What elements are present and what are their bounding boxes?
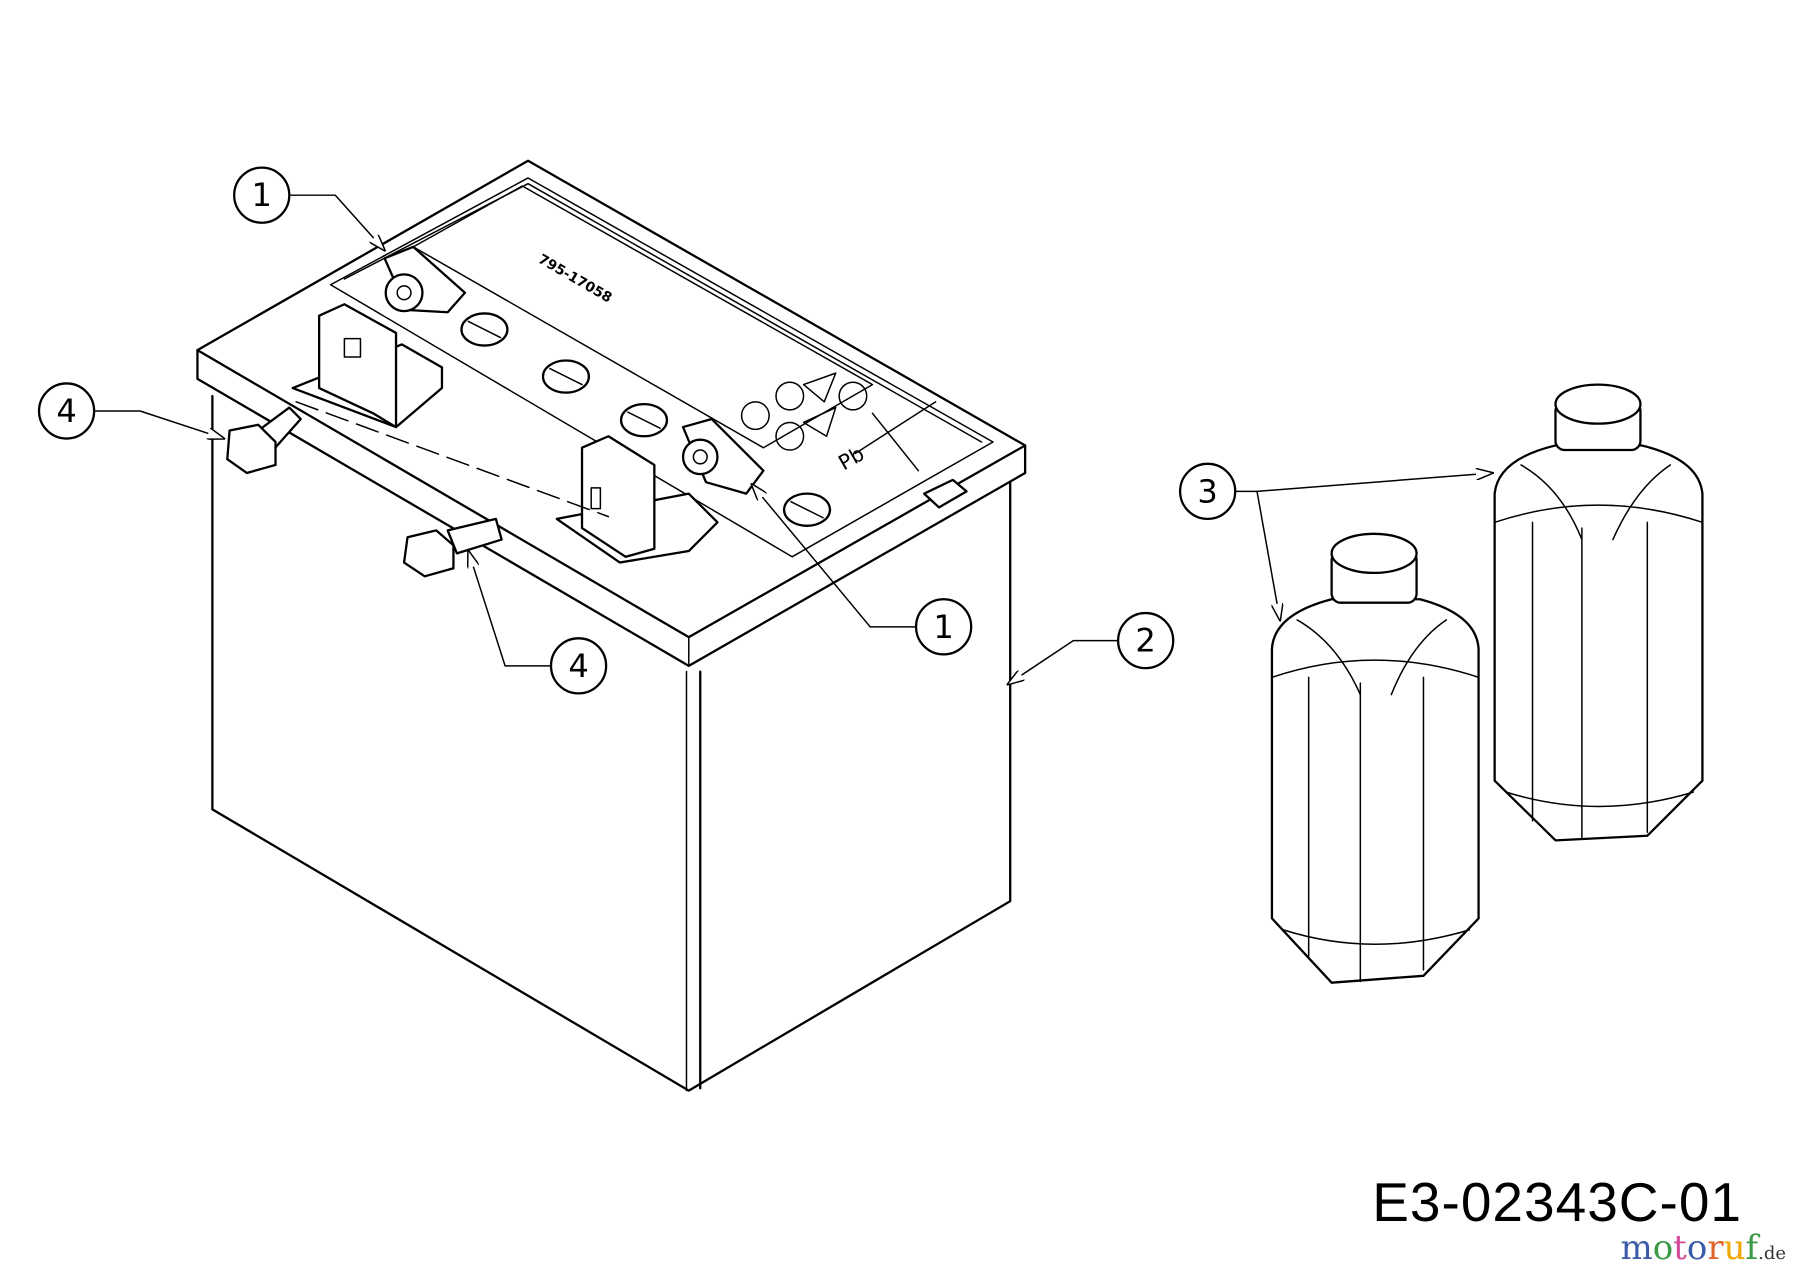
leader-lines — [93, 194, 1492, 684]
warning-symbols — [740, 372, 868, 451]
svg-text:4: 4 — [56, 392, 76, 430]
cell-caps — [460, 312, 832, 527]
terminal-cap-left[interactable] — [383, 245, 467, 314]
terminal-positive — [291, 303, 444, 429]
drawing-code: E3-02343C-01 — [1372, 1171, 1742, 1233]
callout-1b[interactable]: 1 — [914, 598, 973, 656]
callout-4a[interactable]: 4 — [37, 382, 96, 440]
acid-bottle-front[interactable] — [1270, 532, 1480, 984]
terminal-negative — [555, 435, 719, 564]
watermark-logo: motoruf.de — [1620, 1228, 1786, 1268]
svg-text:1: 1 — [252, 176, 272, 214]
callout-1a[interactable]: 1 — [233, 166, 291, 224]
svg-text:4: 4 — [568, 647, 588, 685]
battery[interactable]: 795-17058 Pb — [196, 159, 1027, 1092]
svg-text:1: 1 — [933, 608, 953, 646]
terminal-cap-right[interactable] — [681, 417, 765, 495]
acid-bottle-back[interactable] — [1493, 383, 1704, 842]
terminal-bolt-right[interactable] — [402, 517, 503, 578]
callout-3[interactable]: 3 — [1178, 462, 1237, 521]
callout-4b[interactable]: 4 — [549, 637, 608, 695]
terminal-bolt-left[interactable] — [226, 406, 302, 475]
callout-2[interactable]: 2 — [1116, 611, 1175, 670]
svg-text:2: 2 — [1135, 622, 1155, 660]
svg-text:3: 3 — [1197, 472, 1217, 510]
